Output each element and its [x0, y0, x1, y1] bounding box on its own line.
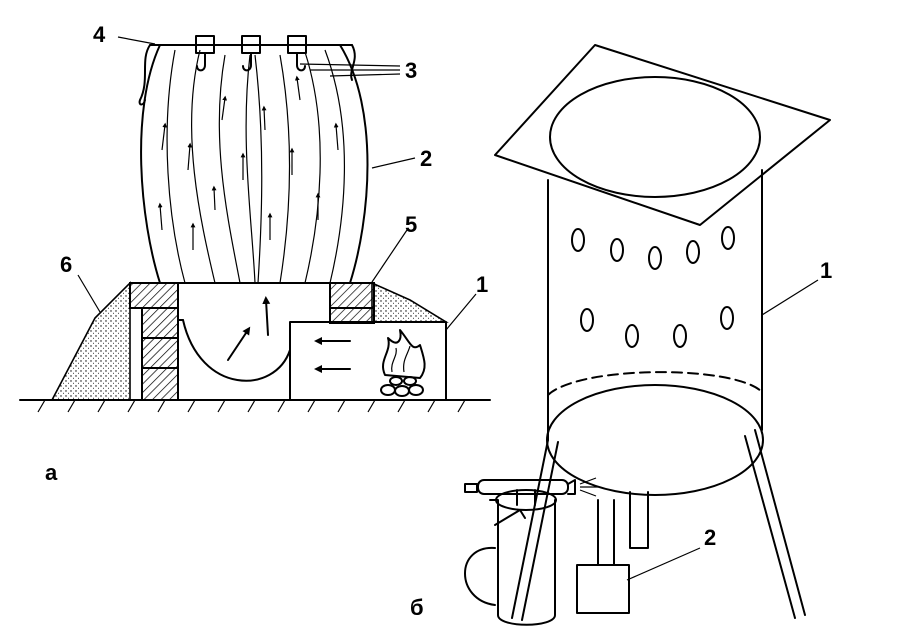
- label-b-2: 2: [704, 525, 716, 550]
- barrel-lid: [494, 44, 831, 226]
- label-a-1: 1: [476, 272, 488, 297]
- label-a-3: 3: [405, 58, 417, 83]
- vent-holes: [571, 226, 735, 348]
- smoke-arrow-1: [227, 326, 251, 361]
- smoke-pipe: [576, 499, 630, 614]
- firebox: [289, 321, 447, 401]
- figure-b-smokehouse-barrel: 1 2 б: [410, 44, 832, 626]
- caption-b: б: [410, 595, 424, 620]
- label-a-6: 6: [60, 252, 72, 277]
- earth-mound-right: [371, 281, 449, 323]
- smoking-bag: [140, 44, 369, 284]
- barrel-body: [546, 169, 764, 496]
- smoke-channel: [177, 282, 331, 401]
- label-a-5: 5: [405, 212, 417, 237]
- label-a-4: 4: [93, 22, 106, 47]
- ground-line: [19, 399, 491, 413]
- fire-icon: [380, 329, 426, 397]
- barrel-legs: [511, 429, 806, 621]
- smoke-arrow-2: [262, 296, 271, 336]
- leader-lines-b: [626, 279, 819, 581]
- figure-a-smoking-bag-setup: 4 3 2 5 6 1 а: [19, 22, 491, 485]
- label-a-2: 2: [420, 146, 432, 171]
- hanging-rod: [138, 35, 356, 106]
- caption-a: а: [45, 460, 58, 485]
- earth-mound: [50, 281, 131, 401]
- brick-wall-left: [129, 282, 179, 401]
- brick-wall-right: [329, 282, 375, 324]
- blowtorch-icon: [464, 477, 598, 626]
- label-b-1: 1: [820, 258, 832, 283]
- leader-lines-a: [77, 36, 477, 331]
